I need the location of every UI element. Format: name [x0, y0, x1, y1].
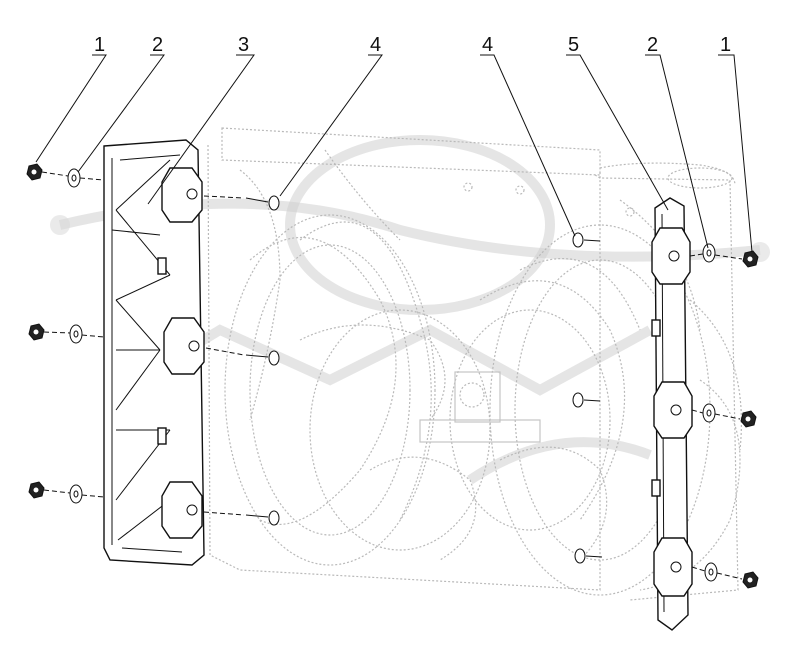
- left-bolt-low: [245, 510, 280, 526]
- callout-left-4: 4: [370, 34, 381, 56]
- left-nut-top: [26, 163, 43, 181]
- callout-left-1: 1: [94, 34, 105, 56]
- left-bolt-top: [245, 195, 280, 211]
- callout-right-4: 4: [482, 34, 493, 56]
- left-boss-upper: [161, 167, 203, 223]
- left-skid-shoe: [103, 139, 205, 566]
- callout-labels: 1 2 3 4 4 5 2 1: [94, 34, 731, 56]
- callout-right-2: 2: [647, 34, 658, 56]
- right-washer-mid: [702, 403, 716, 423]
- right-washer-top: [702, 243, 716, 263]
- leader-lines: [35, 54, 753, 253]
- right-boss-middle: [653, 381, 693, 439]
- left-nut-mid: [28, 323, 45, 341]
- left-hardware: [26, 163, 280, 526]
- left-washer-mid: [69, 324, 83, 344]
- callout-right-1: 1: [720, 34, 731, 56]
- callout-right-5: 5: [568, 34, 579, 56]
- right-washer-low: [704, 562, 718, 582]
- left-bolt-mid: [245, 350, 280, 366]
- right-nut-low: [742, 571, 759, 589]
- left-boss-middle: [163, 317, 205, 375]
- left-washer-low: [69, 484, 83, 504]
- left-boss-lower: [161, 481, 203, 539]
- right-nut-top: [742, 250, 759, 268]
- right-bolt-low: [574, 548, 603, 564]
- callout-left-3: 3: [238, 34, 249, 56]
- right-hardware: [572, 232, 759, 589]
- right-skid-shoe: [651, 197, 693, 631]
- right-bolt-top: [572, 232, 601, 248]
- right-nut-mid: [740, 410, 757, 428]
- callout-left-2: 2: [152, 34, 163, 56]
- left-nut-low: [28, 481, 45, 499]
- right-bolt-mid: [572, 392, 601, 408]
- right-boss-upper: [651, 227, 691, 285]
- right-boss-lower: [653, 537, 693, 597]
